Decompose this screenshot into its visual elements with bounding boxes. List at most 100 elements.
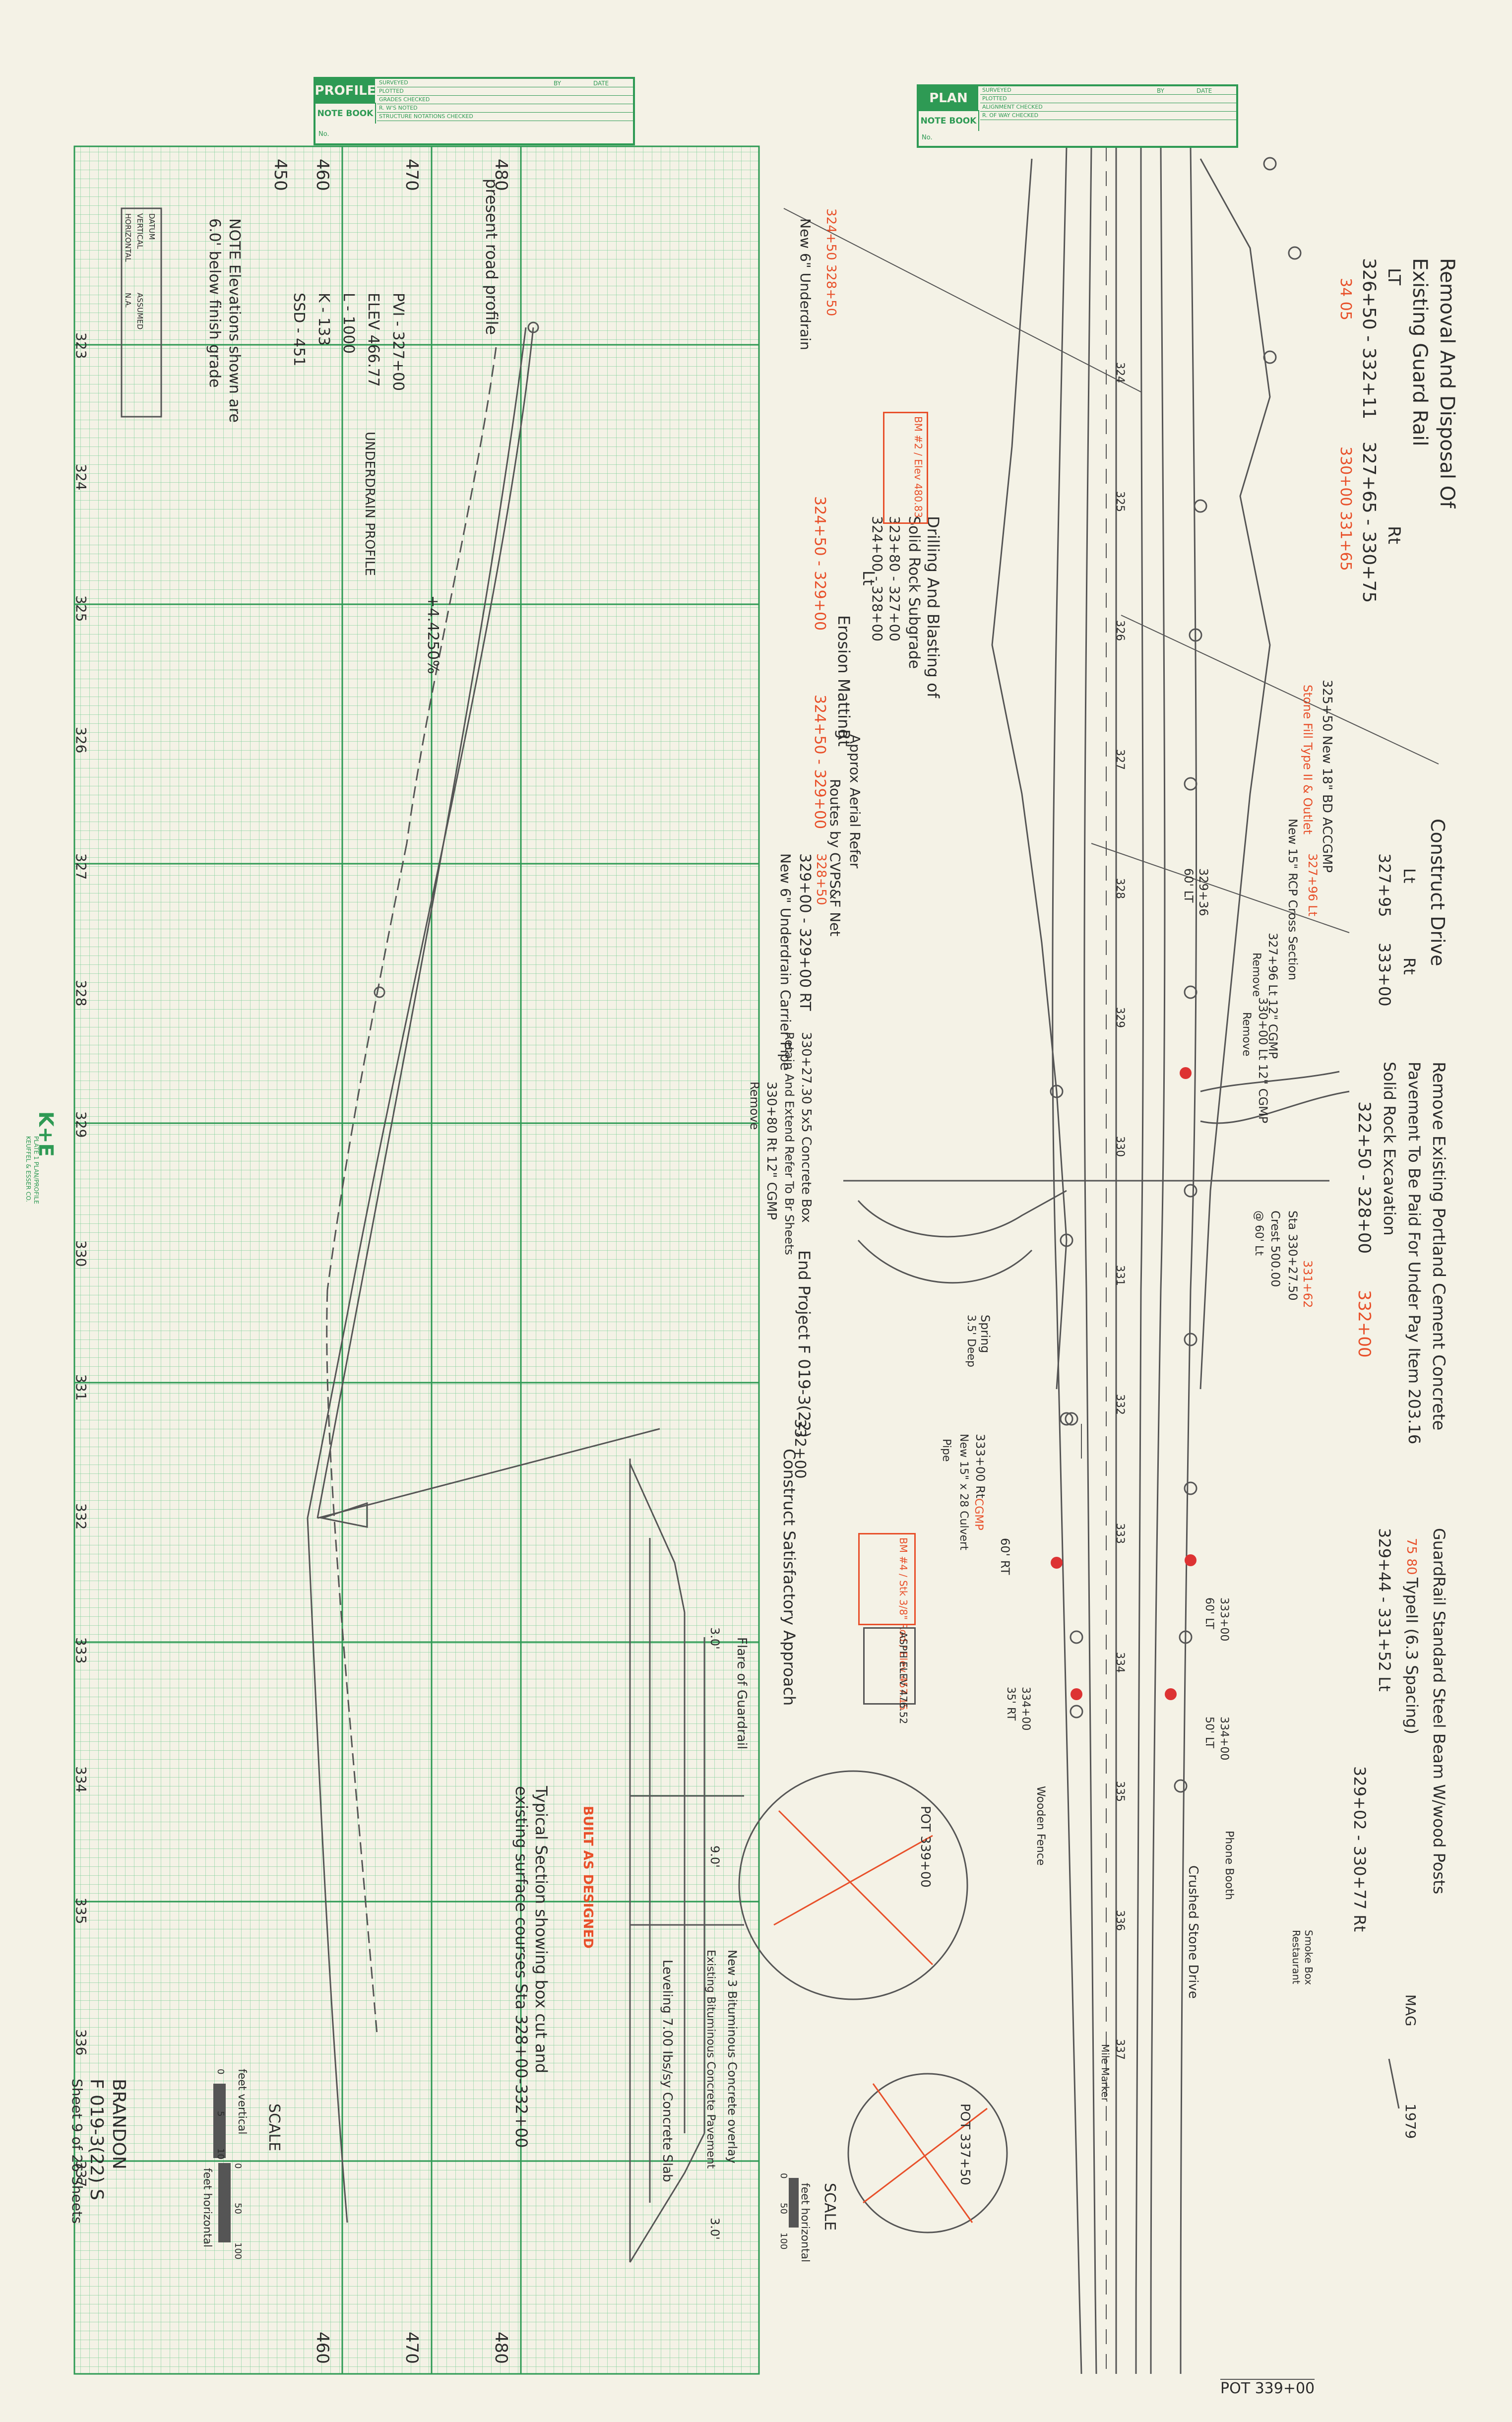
- remove-2-label: Remove: [1240, 1012, 1253, 1057]
- l-value: L - 1000: [340, 293, 357, 354]
- elev-bottom-470: 470: [402, 2332, 422, 2364]
- aerial: Approx Aerial Refer: [847, 734, 863, 869]
- plan-station-331: 331: [1114, 1265, 1126, 1286]
- profile-row-1: PLOTTED: [377, 87, 633, 96]
- plan-station-336: 336: [1114, 1910, 1126, 1931]
- profile-lines: [307, 327, 660, 2223]
- pot-circle-1: [738, 1770, 968, 2000]
- station-328: 328: [73, 980, 89, 1007]
- underdrain-profile: UNDERDRAIN PROFILE: [362, 432, 377, 576]
- ud-red: 328+50: [814, 853, 828, 905]
- elev-top-470: 470: [402, 159, 422, 191]
- removal-title-1: Removal And Disposal Of: [1436, 258, 1458, 509]
- asph-elev: ASPH ELEV 476.52: [897, 1632, 909, 1724]
- mile-marker: Mile Marker: [1099, 2044, 1111, 2102]
- feet-vertical: feet vertical: [236, 2069, 248, 2135]
- erosion-rt-val: 324+50 - 329+00: [811, 695, 828, 829]
- end-project: End Project F 019-3(22): [795, 1250, 814, 1438]
- removal-lt-label: LT: [1384, 268, 1404, 286]
- plan-station-334: 334: [1114, 1652, 1126, 1673]
- datum-vertical-value: ASSUMED: [135, 293, 144, 330]
- profile-row-2: GRADES CHECKED: [377, 96, 633, 104]
- cgmp: 330+80 Rt 12" CGMP: [764, 1082, 779, 1220]
- remove-pcc-range: 322+50 - 328+00: [1354, 1101, 1374, 1254]
- pot-33700: POT 337+50: [957, 2103, 972, 2185]
- crushed-stone-drive: Crushed Stone Drive: [1186, 1865, 1200, 1999]
- accmp: 325+50 New 18" BD ACCGMP: [1320, 680, 1334, 873]
- grade: +4.4250%: [424, 595, 441, 674]
- built-as-designed: BUILT AS DESIGNED: [580, 1806, 595, 1949]
- plan-station-327: 327: [1114, 749, 1126, 770]
- removal-red-rt: 330+00 331+65: [1337, 446, 1354, 571]
- bm-box-2-text: BM #2 / Elev 480.83: [912, 416, 924, 518]
- drilling-3: 323+80 - 327+00: [886, 516, 903, 641]
- pipe: Pipe: [940, 1439, 952, 1462]
- new-underdrain-sta: 324+50 328+50: [823, 208, 838, 317]
- scale-tick-0: 0: [215, 2069, 226, 2075]
- station-324: 324: [73, 464, 89, 491]
- stream: [843, 1071, 1350, 1284]
- plan-title-block: PLAN NOTE BOOK SURVEYED PLOTTED ALIGNMEN…: [917, 84, 1238, 148]
- erosion-lt-label: Lt: [859, 571, 878, 586]
- profile-no: No.: [318, 130, 329, 138]
- drilling-2: Solid Rock Subgrade: [905, 516, 923, 669]
- new-underdrain: New 6" Underdrain: [797, 218, 814, 350]
- smoke-box: Smoke Box: [1303, 1930, 1315, 1985]
- plan-row-1: PLOTTED: [980, 95, 1236, 103]
- profile-header: PROFILE: [315, 79, 376, 103]
- plan-by: BY: [1157, 87, 1164, 94]
- profile-by: BY: [554, 80, 561, 87]
- elev-bottom-460: 460: [313, 2332, 332, 2364]
- station-327: 327: [73, 853, 89, 880]
- red-markers: [1051, 1067, 1197, 1700]
- station-331: 331: [73, 1374, 89, 1401]
- accmp-2: Stone Fill Type II & Outlet: [1301, 685, 1315, 834]
- removal-lt: 326+50 - 332+11: [1359, 258, 1379, 420]
- routes: Routes by CVPS&F Net: [827, 779, 843, 937]
- profile-notebook: NOTE BOOK: [315, 103, 376, 124]
- scale-tick-100: 100: [233, 2242, 243, 2260]
- elev-top-450: 450: [270, 159, 290, 191]
- profile-grid: [73, 145, 760, 2375]
- elevation-gridlines: [341, 146, 522, 2374]
- plan-scale-0: 0: [778, 2173, 789, 2179]
- dim-30: 3.0': [708, 1627, 722, 1650]
- plan-date: DATE: [1197, 87, 1212, 94]
- bm-box-2: BM #2 / Elev 480.83: [883, 412, 928, 524]
- sta-60lt: 60' LT: [1182, 868, 1196, 903]
- new-overlay: New 3 Bituminous Concrete overlay: [725, 1950, 739, 2164]
- road-alignment: [1052, 146, 1197, 2374]
- ssd-value: SSD - 451: [290, 293, 308, 367]
- sta-33300: 333+00 Rt: [973, 1434, 987, 1499]
- plan-scale-100: 100: [778, 2232, 789, 2250]
- box-retain: Retain And Extend Refer To Br Sheets: [782, 1032, 796, 1255]
- removal-red-lt: 34 05: [1337, 278, 1354, 320]
- plan-station-326: 326: [1114, 620, 1126, 641]
- guardrail-lt: 329+44 - 331+52 Lt: [1375, 1528, 1394, 1692]
- ud-range: 329+00 - 329+00 RT: [796, 853, 814, 1011]
- asph-box: ASPH ELEV 476.52: [863, 1627, 916, 1724]
- typical-line-2: existing surface courses Sta 328+00-332+…: [512, 1786, 531, 2148]
- wooden-fence: Wooden Fence: [1034, 1786, 1047, 1866]
- sta-330: Sta 330+27.50: [1286, 1211, 1300, 1301]
- plan-station-335: 335: [1114, 1781, 1126, 1802]
- guardrail-left: [991, 158, 1068, 1390]
- plan-station-325: 325: [1114, 491, 1126, 512]
- cgmp-remove: Remove: [748, 1082, 761, 1130]
- crest-offset: @ 60' Lt: [1253, 1211, 1265, 1256]
- datum-horizontal-label: HORIZONTAL: [124, 213, 132, 262]
- spring-deep: 3.5' Deep: [965, 1315, 977, 1368]
- station-329: 329: [73, 1111, 89, 1138]
- mag: MAG: [1402, 1994, 1419, 2027]
- plan-scale: SCALE: [821, 2183, 838, 2231]
- guardrail-1: GuardRail Standard Steel Beam W/wood Pos…: [1430, 1528, 1449, 1895]
- cd-rt-val: 333+00: [1375, 943, 1394, 1007]
- erosion-lt-val: 324+50 - 329+00: [811, 496, 828, 631]
- restaurant: Restaurant: [1290, 1930, 1302, 1984]
- plan-header: PLAN: [919, 86, 978, 110]
- pot-circle-2: [847, 2073, 1008, 2233]
- plan-no: No.: [922, 134, 933, 141]
- plan-station-329: 329: [1114, 1007, 1126, 1028]
- kne-sub-2: KEUFFEL & ESSER CO.: [25, 1136, 32, 1202]
- datum-horizontal-value: N.A.: [124, 293, 132, 308]
